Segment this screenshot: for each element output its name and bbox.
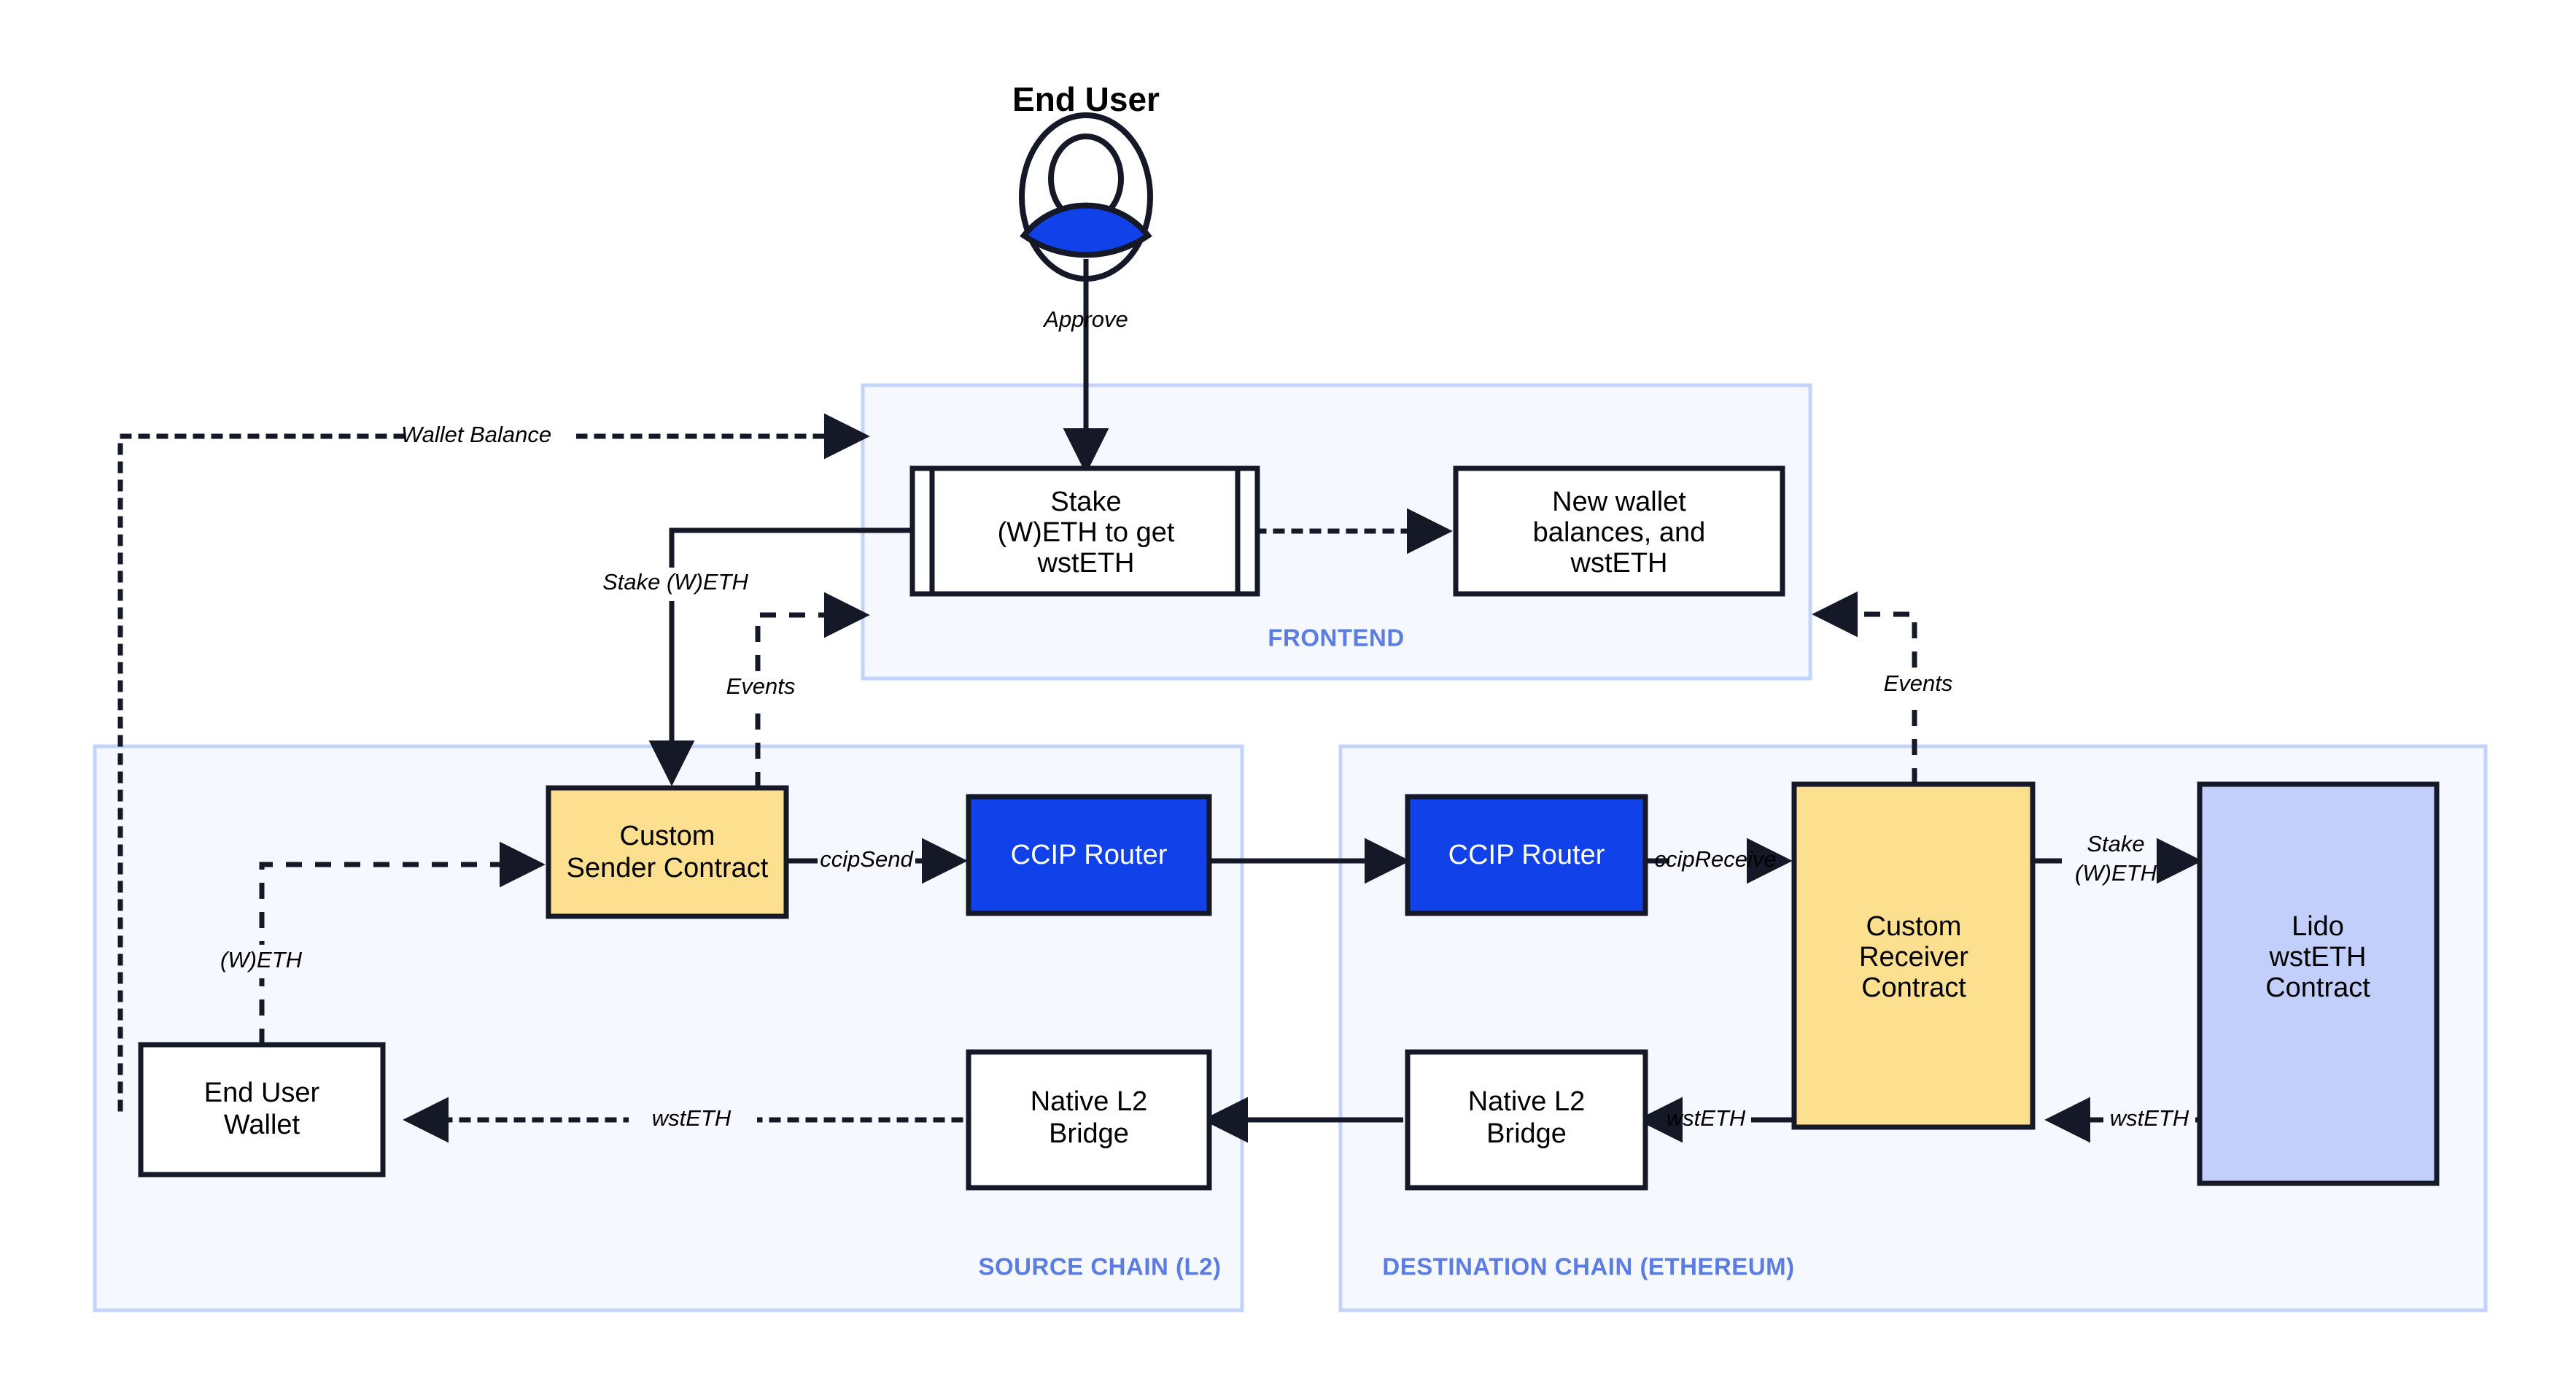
edge-stake-weth-lido-label-1: Stake	[2087, 831, 2144, 856]
edge-wsteth-to-bridge-label: wstETH	[1667, 1105, 1746, 1131]
node-stake-form-line-2: (W)ETH to get	[998, 517, 1175, 548]
node-router-source-rect[interactable]	[966, 794, 1212, 916]
edge-wallet-balance-line	[117, 413, 870, 1112]
edge-stake-weth-label-bg	[591, 568, 760, 601]
node-new-balances-line-1: New wallet	[1552, 487, 1686, 517]
edge-weth-transfer-label-bg	[203, 945, 323, 978]
node-sender-contract-line-1: Custom	[620, 821, 715, 851]
edge-ccip-send: ccipSend	[786, 838, 968, 884]
edge-events-dest-line	[1812, 591, 1917, 784]
edge-events-dest-label: Events	[1884, 670, 1953, 696]
node-bridge-source[interactable]: Native L2 Bridge	[966, 1049, 1212, 1191]
edge-events-dest-label-bg	[1858, 668, 1979, 702]
edge-events-source-label: Events	[726, 673, 796, 699]
actor-end-user[interactable]: End User	[1012, 80, 1160, 282]
edge-events-dest: Events	[1812, 591, 1979, 784]
node-receiver-contract-line-1: Custom	[1866, 911, 1962, 942]
node-receiver-contract-rect[interactable]	[1791, 781, 2036, 1130]
zone-frontend-label: FRONTEND	[1268, 624, 1404, 651]
node-end-user-wallet-line-1: End User	[204, 1078, 320, 1108]
edge-ccip-send-label: ccipSend	[820, 846, 914, 872]
edge-wsteth-to-wallet-label-bg	[629, 1103, 757, 1137]
edge-wsteth-from-lido-label: wstETH	[2110, 1105, 2189, 1131]
node-lido-contract-line-3: Contract	[2265, 972, 2370, 1003]
edge-wsteth-to-wallet-label: wstETH	[652, 1105, 732, 1131]
edge-wallet-balance-label-bg	[408, 419, 576, 453]
edge-wallet-balance-label: Wallet Balance	[401, 422, 551, 447]
node-router-dest-rect[interactable]	[1405, 794, 1648, 916]
edge-stake-weth-label: Stake (W)ETH	[602, 569, 748, 595]
node-router-source-label: CCIP Router	[1011, 840, 1168, 870]
node-receiver-contract-line-2: Receiver	[1859, 942, 1968, 972]
node-new-balances-line-2: balances, and	[1533, 517, 1706, 548]
zone-source-chain-label: SOURCE CHAIN (L2)	[978, 1253, 1221, 1280]
node-router-dest-label: CCIP Router	[1448, 840, 1605, 870]
edge-ccip-receive: ccipReceive	[1644, 838, 1793, 884]
node-end-user-wallet-rect[interactable]	[138, 1042, 386, 1177]
node-bridge-source-rect[interactable]	[966, 1049, 1212, 1191]
node-lido-contract[interactable]: Lido wstETH Contract	[2197, 781, 2440, 1186]
edge-events-source-line	[755, 592, 870, 788]
node-router-dest[interactable]: CCIP Router	[1405, 794, 1648, 916]
edge-weth-transfer: (W)ETH	[203, 841, 546, 1045]
node-new-balances[interactable]: New wallet balances, and wstETH	[1453, 465, 1785, 597]
node-new-balances-line-3: wstETH	[1570, 548, 1668, 579]
node-stake-form-line-3: wstETH	[1037, 548, 1135, 579]
zone-destination-chain-label: DESTINATION CHAIN (ETHEREUM)	[1382, 1253, 1794, 1280]
node-new-balances-rect[interactable]	[1453, 465, 1785, 597]
node-bridge-source-line-1: Native L2	[1031, 1086, 1148, 1117]
node-sender-contract[interactable]: Custom Sender Contract	[546, 785, 789, 919]
node-bridge-dest-line-1: Native L2	[1468, 1086, 1586, 1117]
edge-events-source-label-bg	[700, 671, 820, 705]
node-receiver-contract[interactable]: Custom Receiver Contract	[1791, 781, 2036, 1130]
edge-stake-weth-lido: Stake (W)ETH	[2033, 831, 2203, 886]
node-lido-contract-line-2: wstETH	[2269, 942, 2367, 972]
edge-weth-transfer-line	[259, 841, 546, 1045]
node-bridge-source-line-2: Bridge	[1049, 1118, 1129, 1149]
node-stake-form-rect[interactable]	[909, 465, 1260, 597]
node-bridge-dest[interactable]: Native L2 Bridge	[1405, 1049, 1648, 1191]
actor-end-user-title: End User	[1012, 80, 1160, 118]
edge-wallet-balance: Wallet Balance	[117, 413, 870, 1112]
edge-wsteth-to-wallet: wstETH	[403, 1097, 963, 1143]
node-receiver-contract-line-3: Contract	[1861, 972, 1966, 1003]
edge-stake-weth: Stake (W)ETH	[591, 527, 912, 786]
node-router-source[interactable]: CCIP Router	[966, 794, 1212, 916]
node-lido-contract-line-1: Lido	[2292, 911, 2344, 942]
node-bridge-dest-rect[interactable]	[1405, 1049, 1648, 1191]
edge-events-source: Events	[700, 592, 870, 788]
node-end-user-wallet-line-2: Wallet	[224, 1110, 300, 1140]
edge-approve-label: Approve	[1042, 306, 1128, 332]
node-lido-contract-rect[interactable]	[2197, 781, 2440, 1186]
node-stake-form[interactable]: Stake (W)ETH to get wstETH	[909, 465, 1260, 597]
edge-weth-transfer-label: (W)ETH	[220, 947, 303, 972]
node-end-user-wallet[interactable]: End User Wallet	[138, 1042, 386, 1177]
edge-wsteth-to-bridge: wstETH	[1637, 1097, 1794, 1143]
node-stake-form-line-1: Stake	[1050, 487, 1121, 517]
node-sender-contract-line-2: Sender Contract	[567, 853, 769, 883]
edge-ccip-receive-label: ccipReceive	[1654, 846, 1776, 872]
node-bridge-dest-line-2: Bridge	[1486, 1118, 1567, 1149]
edge-stake-weth-line	[648, 527, 912, 786]
edge-stake-weth-lido-label-2: (W)ETH	[2075, 860, 2157, 886]
user-avatar-icon	[1019, 112, 1153, 282]
node-sender-contract-rect[interactable]	[546, 785, 789, 919]
edge-approve: Approve	[1042, 259, 1128, 474]
